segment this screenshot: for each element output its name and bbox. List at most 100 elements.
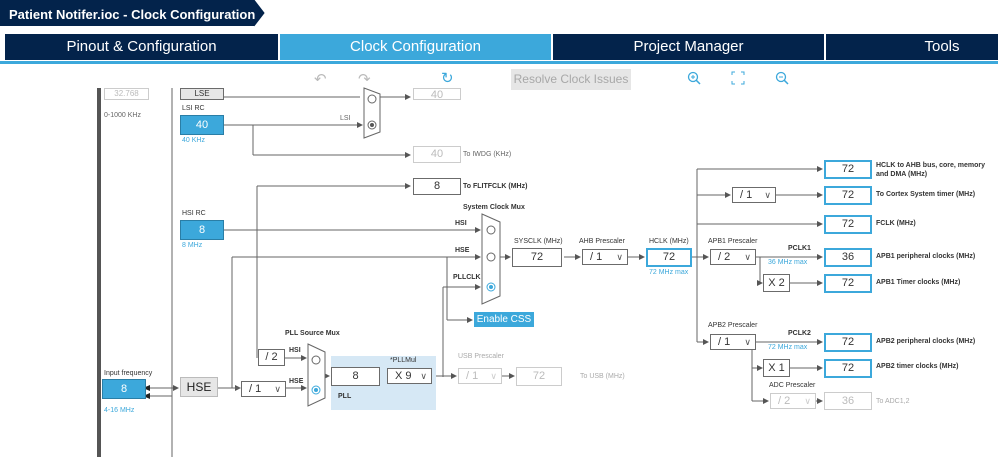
sysclk-value[interactable]: 72: [512, 248, 562, 267]
usb-prescaler-select[interactable]: / 1 ∨: [458, 368, 502, 384]
pll-mul-value: X 9: [395, 370, 412, 382]
pll-hsi-div2: / 2: [258, 349, 285, 366]
chevron-down-icon: ∨: [274, 384, 281, 394]
hsi-freq: 8 MHz: [182, 242, 203, 249]
apb2-timer-label: APB2 timer clocks (MHz): [876, 363, 959, 370]
adc-prescaler-label: ADC Prescaler: [769, 382, 816, 389]
main-tabs: Pinout & Configuration Clock Configurati…: [0, 34, 998, 60]
usb-label: To USB (MHz): [580, 373, 625, 380]
input-frequency-range: 4-16 MHz: [104, 407, 135, 414]
apb1-prescaler-label: APB1 Prescaler: [708, 238, 758, 245]
hse-divider-value: / 1: [249, 383, 262, 395]
fclk-output: 72: [824, 215, 872, 234]
chevron-down-icon: ∨: [744, 337, 751, 347]
fit-icon[interactable]: [731, 71, 745, 85]
flitf-output: 8: [413, 178, 461, 195]
pll-mul-label: *PLLMul: [390, 357, 417, 364]
hse-button[interactable]: HSE: [180, 377, 218, 397]
sysmux-pllclk-label: PLLCLK: [453, 274, 481, 281]
lse-range: 0-1000 KHz: [104, 112, 141, 119]
apb1-periph-label: APB1 peripheral clocks (MHz): [876, 253, 976, 260]
systick-divider-value: / 1: [740, 189, 753, 201]
hsi-value: 8: [180, 220, 224, 240]
apb2-periph-output: 72: [824, 333, 872, 352]
pll-hse-label: HSE: [289, 378, 304, 385]
systick-label: To Cortex System timer (MHz): [876, 191, 976, 198]
systick-output: 72: [824, 186, 872, 205]
usb-prescaler-label: USB Prescaler: [458, 353, 504, 360]
apb1-timer-label: APB1 Timer clocks (MHz): [876, 279, 961, 286]
lse-button[interactable]: LSE: [180, 88, 224, 100]
apb2-max: 72 MHz max: [768, 344, 808, 351]
ahb-bus-label: HCLK to AHB bus, core, memory and DMA (M…: [876, 162, 986, 178]
refresh-icon[interactable]: ↻: [441, 70, 454, 87]
zoom-out-icon[interactable]: [775, 71, 789, 85]
lsi-freq: 40 KHz: [182, 137, 205, 144]
hse-input-frequency[interactable]: 8: [102, 379, 146, 399]
fclk-label: FCLK (MHz): [876, 220, 916, 227]
pll-source-mux-label: PLL Source Mux: [285, 330, 340, 337]
hse-divider-select[interactable]: / 1 ∨: [241, 381, 286, 397]
chevron-down-icon: ∨: [616, 252, 623, 262]
resolve-clock-issues-button[interactable]: Resolve Clock Issues: [511, 69, 631, 90]
lsi-label: LSI RC: [182, 105, 205, 112]
lsi-value: 40: [180, 115, 224, 135]
adc-prescaler-select[interactable]: / 2 ∨: [770, 393, 816, 409]
sysmux-hse-label: HSE: [455, 247, 470, 254]
title-background: [0, 0, 265, 27]
pclk1-label: PCLK1: [788, 245, 811, 252]
zoom-in-icon[interactable]: [687, 71, 701, 85]
pll-label: PLL: [338, 393, 352, 400]
apb2-timer-mult: X 1: [763, 359, 790, 377]
ahb-bus-output: 72: [824, 160, 872, 179]
hclk-value[interactable]: 72: [646, 248, 692, 267]
apb2-prescaler-select[interactable]: / 1 ∨: [710, 334, 756, 350]
pll-mul-select[interactable]: X 9 ∨: [387, 368, 432, 384]
apb2-timer-output: 72: [824, 359, 872, 378]
apb1-max: 36 MHz max: [768, 259, 808, 266]
chevron-down-icon: ∨: [804, 396, 811, 406]
usb-prescaler-value: / 1: [466, 370, 479, 382]
usb-output: 72: [516, 367, 562, 386]
window-title: Patient Notifer.ioc - Clock Configuratio…: [9, 7, 256, 22]
chevron-down-icon: ∨: [744, 252, 751, 262]
chevron-down-icon: ∨: [420, 371, 427, 381]
system-clock-mux-label: System Clock Mux: [463, 204, 525, 211]
ahb-prescaler-value: / 1: [590, 251, 603, 263]
sysclk-label: SYSCLK (MHz): [514, 238, 563, 245]
tab-project-manager[interactable]: Project Manager: [553, 34, 824, 60]
left-border: [97, 88, 101, 457]
apb1-prescaler-value: / 2: [718, 251, 731, 263]
apb2-periph-label: APB2 peripheral clocks (MHz): [876, 338, 976, 345]
apb1-timer-mult: X 2: [763, 274, 790, 292]
flitf-label: To FLITFCLK (MHz): [463, 183, 528, 190]
pll-input-value: 8: [331, 367, 380, 386]
hsi-label: HSI RC: [182, 210, 206, 217]
systick-divider-select[interactable]: / 1 ∨: [732, 187, 776, 203]
sysmux-hsi-label: HSI: [455, 220, 467, 227]
iwdg-output: 40: [413, 146, 461, 163]
pclk2-label: PCLK2: [788, 330, 811, 337]
rtc-output: 40: [413, 88, 461, 101]
apb2-prescaler-value: / 1: [718, 336, 731, 348]
apb2-prescaler-label: APB2 Prescaler: [708, 322, 758, 329]
adc-prescaler-value: / 2: [778, 395, 791, 407]
lse-freq-input[interactable]: 32.768: [104, 88, 149, 100]
chevron-down-icon: ∨: [490, 371, 497, 381]
undo-icon[interactable]: ↶: [314, 71, 327, 88]
apb1-prescaler-select[interactable]: / 2 ∨: [710, 249, 756, 265]
tab-pinout[interactable]: Pinout & Configuration: [5, 34, 278, 60]
adc-output: 36: [824, 392, 872, 410]
enable-css-button[interactable]: Enable CSS: [474, 312, 534, 327]
tab-clock-configuration[interactable]: Clock Configuration: [280, 34, 551, 60]
hclk-max: 72 MHz max: [649, 269, 689, 276]
ahb-prescaler-label: AHB Prescaler: [579, 238, 625, 245]
hclk-label: HCLK (MHz): [649, 238, 689, 245]
tab-tools[interactable]: Tools: [826, 34, 998, 60]
chevron-down-icon: ∨: [764, 190, 771, 200]
ahb-prescaler-select[interactable]: / 1 ∨: [582, 249, 628, 265]
input-frequency-label: Input frequency: [104, 370, 153, 377]
title-bar: Patient Notifer.ioc - Clock Configuratio…: [0, 0, 998, 30]
redo-icon[interactable]: ↷: [358, 71, 371, 88]
